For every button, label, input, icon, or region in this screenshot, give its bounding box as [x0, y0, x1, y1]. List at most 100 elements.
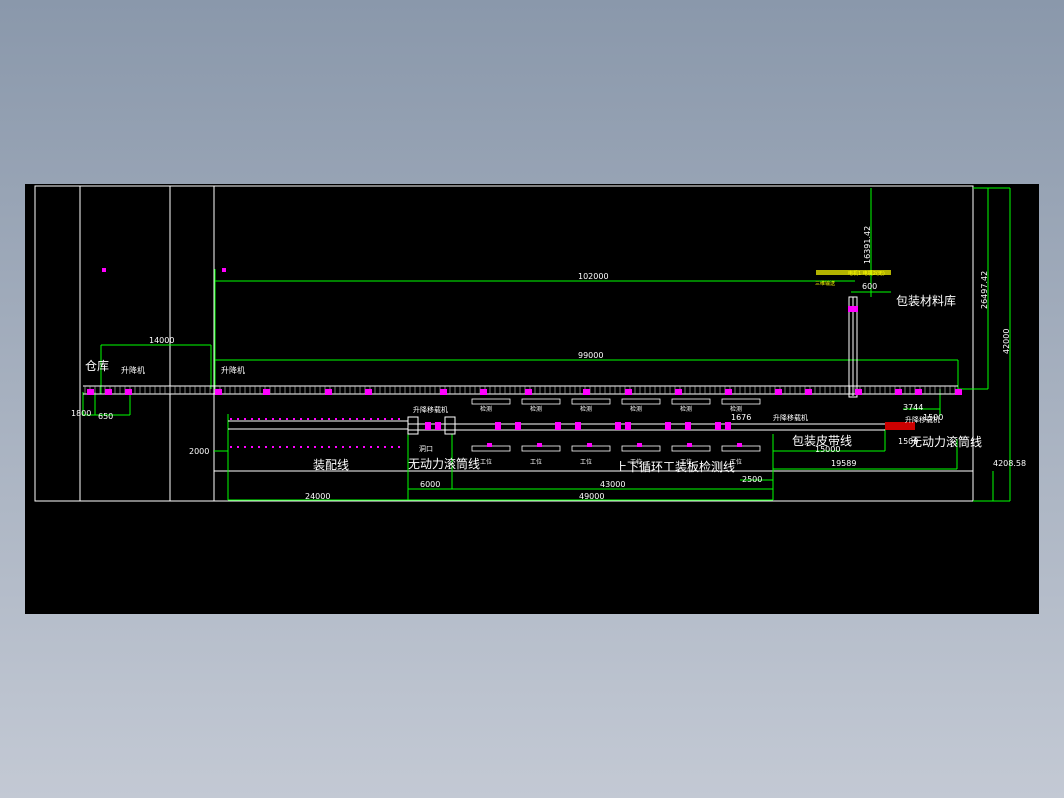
label-unpowered-roller-1: 无动力滚筒线 — [408, 456, 480, 471]
assembly-dot — [251, 418, 253, 420]
conveyor-motor — [325, 389, 332, 395]
assembly-dot — [349, 446, 351, 448]
dim-4208: 4208.58 — [993, 459, 1026, 468]
marker-2 — [222, 268, 226, 272]
label-assembly-line: 装配线 — [313, 458, 349, 472]
assembly-dot — [230, 446, 232, 448]
label-lifter-mid: 升降机 — [221, 365, 245, 375]
assembly-dot — [370, 418, 372, 420]
assembly-dot — [230, 418, 232, 420]
assembly-dot — [328, 418, 330, 420]
station-label: 工位 — [630, 458, 642, 466]
conveyor-motor — [955, 389, 962, 395]
assembly-dot — [349, 418, 351, 420]
assembly-dot — [286, 418, 288, 420]
assembly-dot — [377, 446, 379, 448]
label-packing-material-store: 包装材料库 — [896, 293, 956, 308]
label-lifter-left: 升降机 — [121, 365, 145, 375]
dim-102000: 102000 — [578, 272, 609, 281]
assembly-dot — [251, 446, 253, 448]
assembly-dot — [384, 446, 386, 448]
assembly-dot — [258, 418, 260, 420]
assembly-dot — [356, 446, 358, 448]
assembly-dot — [321, 446, 323, 448]
assembly-dot — [237, 418, 239, 420]
station-top — [721, 398, 761, 405]
dim-43000: 43000 — [600, 480, 625, 489]
red-end-block — [885, 422, 915, 430]
dim-1676: 1676 — [731, 413, 751, 422]
conveyor-motor — [895, 389, 902, 395]
conveyor-motor — [625, 389, 632, 395]
inspect-label: 检测 — [680, 405, 692, 413]
dim-6000: 6000 — [420, 480, 440, 489]
conveyor-motor — [583, 389, 590, 395]
lower-motor — [685, 422, 691, 430]
conveyor-motor — [915, 389, 922, 395]
conveyor-motor — [675, 389, 682, 395]
assembly-dot — [370, 446, 372, 448]
station-top — [571, 398, 611, 405]
station-marker — [687, 443, 692, 447]
assembly-dot — [279, 418, 281, 420]
assembly-dot — [293, 446, 295, 448]
conveyor-motor — [775, 389, 782, 395]
station-marker — [587, 443, 592, 447]
assembly-dot — [314, 418, 316, 420]
assembly-dot — [237, 446, 239, 448]
dim-3744: 3744 — [903, 403, 923, 412]
assembly-dot — [244, 418, 246, 420]
dim-49000: 49000 — [579, 492, 604, 501]
conveyor-motor — [440, 389, 447, 395]
lower-motor — [665, 422, 671, 430]
assembly-dot — [356, 418, 358, 420]
label-unpowered-roller-2: 无动力滚筒线 — [910, 434, 982, 449]
lift-motor — [848, 306, 858, 312]
assembly-dot — [293, 418, 295, 420]
label-circulating-line: 上下循环工装板检测线 — [615, 459, 735, 474]
label-lift-transfer-2: 升降移载机 — [773, 413, 808, 422]
lower-motor — [515, 422, 521, 430]
label-lift-transfer-3: 升降移载机 — [905, 415, 940, 424]
station-marker — [737, 443, 742, 447]
annotation-small-2: 三维输送 — [815, 280, 835, 287]
assembly-dot — [286, 446, 288, 448]
assembly-dot — [300, 418, 302, 420]
dim-600: 600 — [862, 282, 877, 291]
label-lift-transfer-1: 升降移载机 — [413, 405, 448, 414]
station-marker — [637, 443, 642, 447]
station-marker — [487, 443, 492, 447]
cad-viewport[interactable]: 检测工位检测工位检测工位检测工位检测工位检测工位 仓库 升降机 升降机 升降移载… — [25, 184, 1039, 614]
assembly-dot — [300, 446, 302, 448]
inspect-label: 检测 — [580, 405, 592, 413]
dim-2500: 2500 — [742, 475, 762, 484]
station-marker — [537, 443, 542, 447]
lower-motor — [615, 422, 621, 430]
inspect-label: 检测 — [480, 405, 492, 413]
conveyor-motor — [525, 389, 532, 395]
station-label: 工位 — [580, 458, 592, 466]
assembly-dot — [321, 418, 323, 420]
conveyor-motor — [365, 389, 372, 395]
upper-conveyor — [83, 385, 958, 395]
packing-lift — [848, 296, 858, 398]
assembly-dot — [258, 446, 260, 448]
conveyor-motor — [855, 389, 862, 395]
annotation-small: 电机1 电机2(无) — [848, 270, 885, 277]
assembly-dot — [265, 418, 267, 420]
assembly-dot — [398, 446, 400, 448]
assembly-dot — [272, 418, 274, 420]
inspect-label: 检测 — [730, 405, 742, 413]
station-top — [621, 398, 661, 405]
lower-motor — [435, 422, 441, 430]
dim-42000: 42000 — [1002, 329, 1011, 354]
equipment-markers — [87, 389, 962, 448]
assembly-dot — [279, 446, 281, 448]
conveyor-motor — [725, 389, 732, 395]
assembly-dot — [391, 446, 393, 448]
conveyor-motor — [263, 389, 270, 395]
dim-2000: 2000 — [189, 447, 209, 456]
lower-motor — [425, 422, 431, 430]
